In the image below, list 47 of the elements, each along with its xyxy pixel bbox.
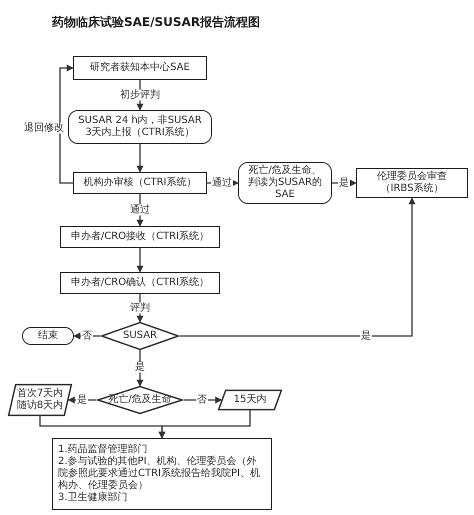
process-box bbox=[356, 168, 468, 198]
edge-label: 评判 bbox=[129, 302, 151, 314]
rounded-box bbox=[22, 327, 74, 345]
edge-label: 否 bbox=[196, 394, 208, 406]
edge-label: 退回修改 bbox=[23, 122, 65, 134]
node-text: 申办者/CRO接收（CTRI系统） bbox=[70, 231, 210, 243]
node-text: 研究者获知本中心SAE bbox=[90, 62, 190, 74]
arrow bbox=[158, 410, 251, 439]
node-text: 3.卫生健康部门 bbox=[58, 492, 128, 504]
rounded-box bbox=[238, 162, 332, 204]
decision-diamond bbox=[100, 322, 180, 350]
edge-label: 是 bbox=[134, 362, 146, 372]
rounded-box bbox=[68, 110, 212, 144]
process-box bbox=[73, 56, 207, 80]
arrow bbox=[136, 248, 144, 273]
edge-label: 是 bbox=[338, 178, 350, 188]
data-parallelogram bbox=[218, 390, 282, 410]
node-text: 伦理委员会审查（IRBS系统） bbox=[376, 171, 448, 195]
node-text: 申办者/CRO确认（CTRI系统） bbox=[70, 277, 210, 289]
edge-label: 通过 bbox=[129, 204, 151, 216]
node-text: 机构办审核（CTRI系统） bbox=[84, 177, 196, 189]
process-box bbox=[73, 172, 207, 194]
node-text: 2.参与试验的其他PI、机构、伦理委员会（外院参照此要求通过CTRI系统报告给我院PI、机构办、伦理委员会） bbox=[58, 456, 261, 492]
edge-label: 否 bbox=[81, 330, 93, 342]
node-text: 首次7天内随访8天内 bbox=[16, 388, 64, 412]
arrow bbox=[180, 197, 416, 337]
edge-label: 是 bbox=[76, 394, 88, 406]
process-box bbox=[52, 438, 272, 510]
edge-label: 是 bbox=[360, 330, 372, 342]
arrow bbox=[59, 64, 74, 184]
edge-label: 通过 bbox=[211, 178, 233, 188]
decision-diamond bbox=[96, 386, 184, 414]
process-box bbox=[60, 226, 220, 248]
diagram-title: 药物临床试验SAE/SUSAR报告流程图 bbox=[52, 14, 260, 31]
node-text: SUSAR 24 h内，非SUSAR 3天内上报（CTRI系统） bbox=[77, 115, 203, 139]
edge-label: 初步评判 bbox=[119, 90, 161, 100]
arrow bbox=[68, 396, 96, 404]
node-text: 1.药品监督管理部门 bbox=[58, 444, 148, 456]
node-text: SUSAR bbox=[123, 330, 157, 342]
arrow bbox=[136, 144, 144, 173]
node-text: 15天内 bbox=[234, 394, 266, 406]
arrow bbox=[136, 294, 144, 323]
data-parallelogram bbox=[8, 384, 72, 416]
node-text: 死亡/危及生命、判读为SUSAR的SAE bbox=[247, 165, 323, 201]
node-text: 结束 bbox=[38, 330, 58, 342]
arrow bbox=[136, 194, 144, 227]
process-box bbox=[60, 272, 220, 294]
